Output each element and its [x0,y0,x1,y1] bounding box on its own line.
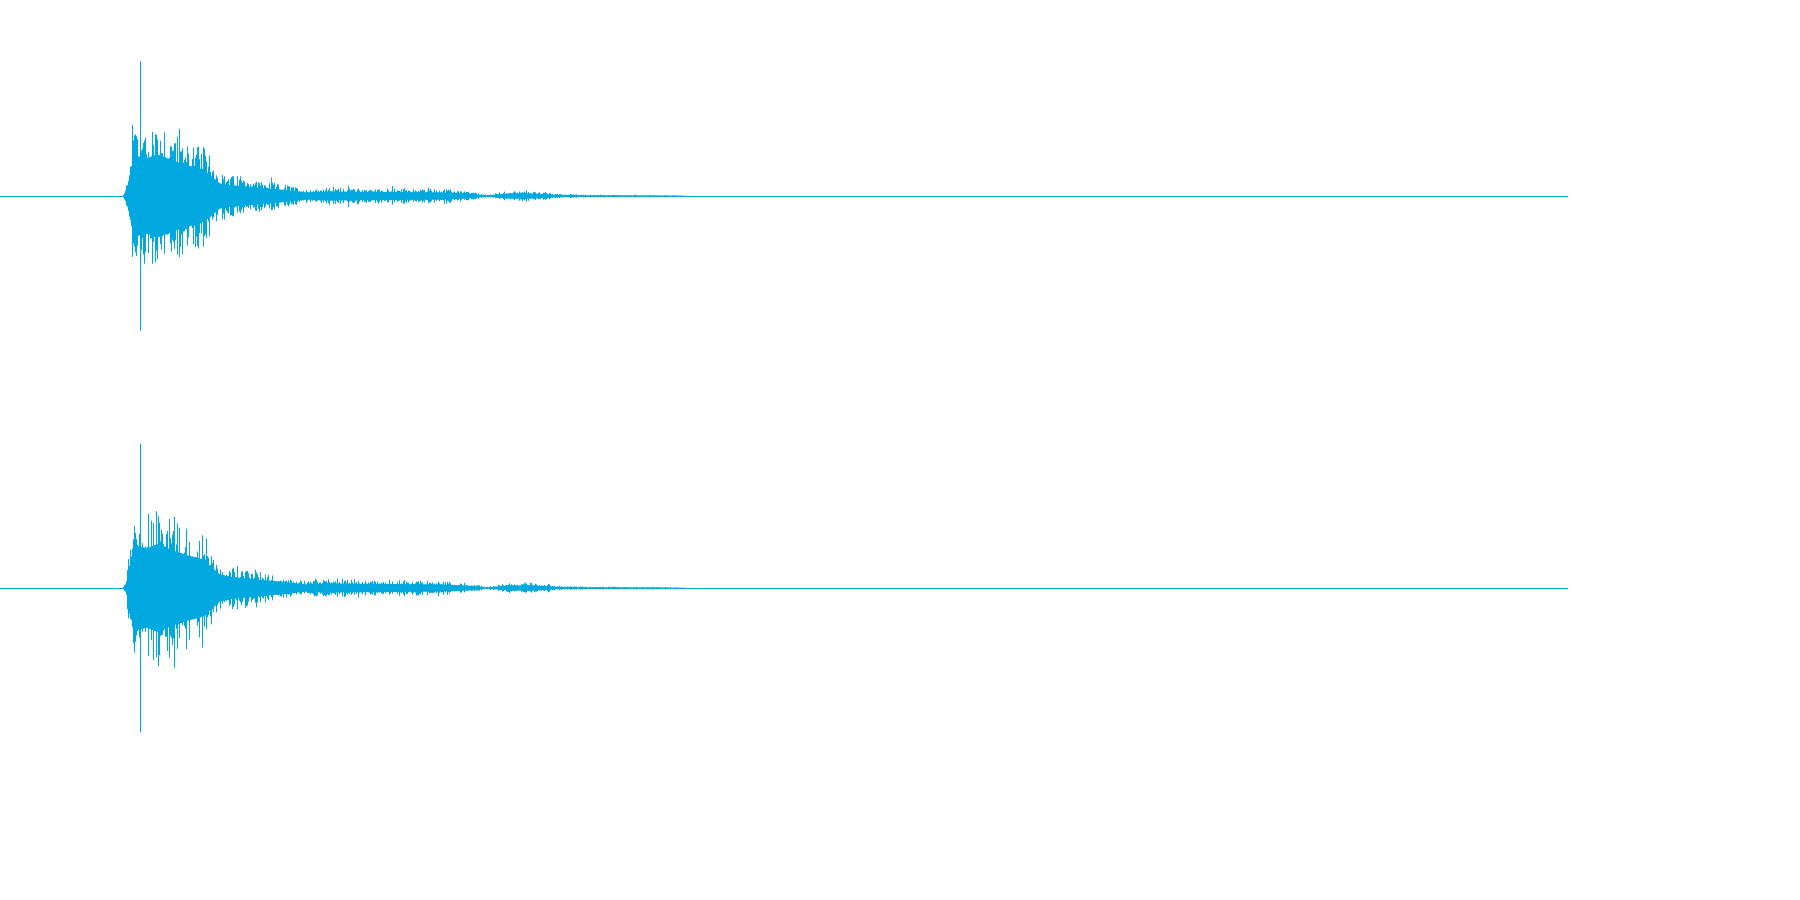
waveform-signal [123,511,685,668]
waveform-signal [123,124,685,265]
waveform-channel-2 [0,443,1568,733]
waveform-channel-1 [0,61,1568,331]
waveform-chart [0,61,1568,733]
